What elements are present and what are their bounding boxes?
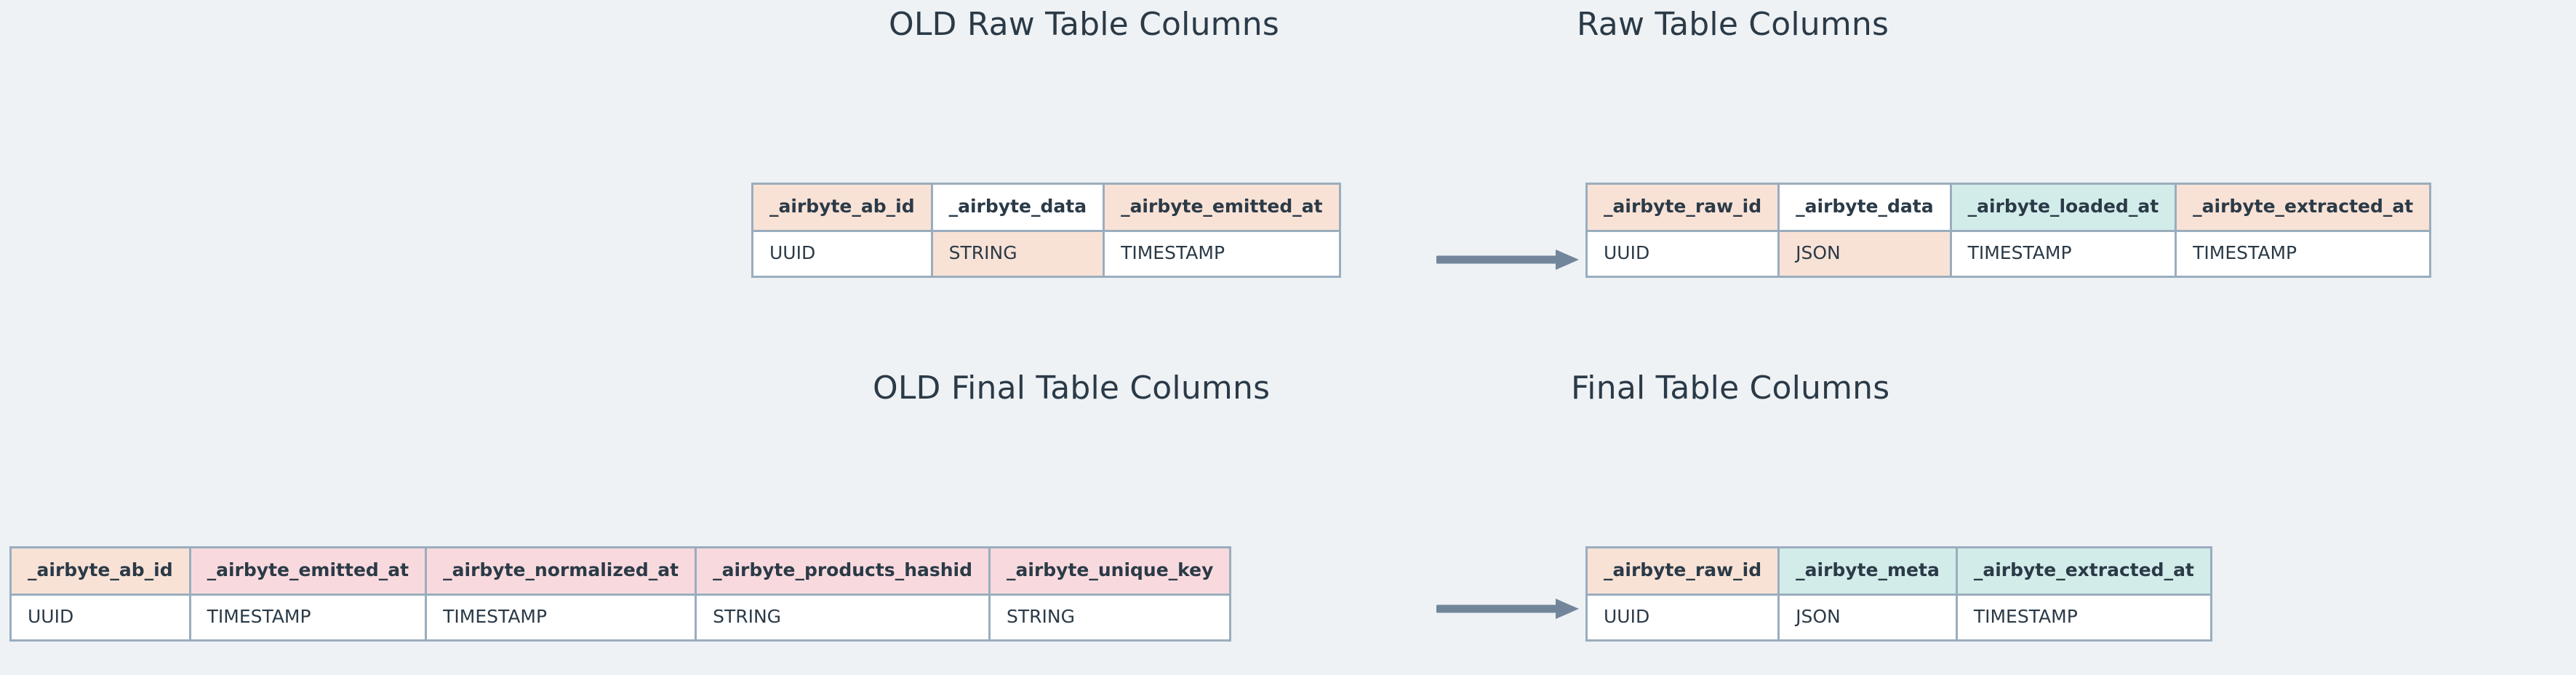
column-header-cell: _airbyte_meta (1777, 548, 1956, 596)
column-name-label: _airbyte_extracted_at (2193, 196, 2414, 217)
column-type-cell: TIMESTAMP (1955, 595, 2210, 639)
table-header-row: _airbyte_ab_id _airbyte_emitted_at _airbyt… (12, 548, 1230, 596)
table-old-raw: _airbyte_ab_id _airbyte_data _airbyte_emit… (751, 183, 1341, 278)
table-body: _airbyte_raw_id _airbyte_meta _airbyte_ext… (1588, 548, 2210, 639)
column-header-cell: _airbyte_loaded_at (1949, 185, 2175, 232)
column-type-label: UUID (28, 605, 74, 627)
column-type-label: TIMESTAMP (1121, 241, 1225, 263)
column-type-label: STRING (1007, 605, 1075, 627)
column-name-label: _airbyte_meta (1796, 559, 1940, 580)
table-old-final: _airbyte_ab_id _airbyte_emitted_at _airbyt… (9, 546, 1232, 642)
column-type-label: STRING (948, 241, 1017, 263)
column-type-label: UUID (1604, 241, 1650, 263)
column-type-label: TIMESTAMP (207, 605, 311, 627)
table-new-raw: _airbyte_raw_id _airbyte_data _airbyte_loa… (1585, 183, 2432, 278)
column-header-cell: _airbyte_ab_id (753, 185, 931, 232)
column-type-cell: UUID (753, 231, 931, 276)
column-type-cell: STRING (988, 595, 1230, 639)
table-header-row: _airbyte_raw_id _airbyte_data _airbyte_loa… (1588, 185, 2430, 232)
column-type-cell: STRING (695, 595, 988, 639)
column-header-cell: _airbyte_products_hashid (695, 548, 988, 596)
table-type-row: UUID STRING TIMESTAMP (753, 231, 1339, 276)
column-name-label: _airbyte_ab_id (769, 196, 915, 217)
title-new-final-table: Final Table Columns (1571, 370, 1890, 407)
column-type-cell: UUID (1588, 595, 1778, 639)
column-name-label: _airbyte_emitted_at (1121, 196, 1323, 217)
column-type-label: UUID (1604, 605, 1650, 627)
table-body: _airbyte_ab_id _airbyte_data _airbyte_emit… (753, 185, 1339, 276)
column-name-label: _airbyte_extracted_at (1973, 559, 2194, 580)
column-type-label: JSON (1796, 605, 1841, 627)
title-old-final-table: OLD Final Table Columns (873, 370, 1271, 407)
column-type-label: TIMESTAMP (1973, 605, 2078, 627)
column-header-cell: _airbyte_raw_id (1588, 548, 1778, 596)
column-type-cell: TIMESTAMP (1103, 231, 1339, 276)
table-type-row: UUID JSON TIMESTAMP (1588, 595, 2210, 639)
column-header-cell: _airbyte_normalized_at (425, 548, 695, 596)
column-header-cell: _airbyte_ab_id (12, 548, 189, 596)
column-type-label: UUID (769, 241, 816, 263)
table-header-row: _airbyte_ab_id _airbyte_data _airbyte_emit… (753, 185, 1339, 232)
column-type-cell: JSON (1777, 595, 1956, 639)
column-header-cell: _airbyte_extracted_at (2175, 185, 2430, 232)
column-header-cell: _airbyte_emitted_at (188, 548, 425, 596)
column-type-label: JSON (1796, 241, 1841, 263)
column-name-label: _airbyte_ab_id (28, 559, 173, 580)
column-type-cell: TIMESTAMP (2175, 231, 2430, 276)
column-type-cell: TIMESTAMP (188, 595, 425, 639)
column-header-cell: _airbyte_emitted_at (1103, 185, 1339, 232)
column-header-cell: _airbyte_unique_key (988, 548, 1230, 596)
table-header-row: _airbyte_raw_id _airbyte_meta _airbyte_ext… (1588, 548, 2210, 596)
title-old-raw-table: OLD Raw Table Columns (889, 6, 1279, 43)
column-name-label: _airbyte_products_hashid (713, 559, 972, 580)
title-new-raw-table: Raw Table Columns (1577, 6, 1889, 43)
column-type-cell: UUID (1588, 231, 1778, 276)
column-name-label: _airbyte_data (1796, 196, 1934, 217)
table-type-row: UUID JSON TIMESTAMP TIMESTAMP (1588, 231, 2430, 276)
column-name-label: _airbyte_emitted_at (207, 559, 409, 580)
column-header-cell: _airbyte_data (930, 185, 1103, 232)
column-type-cell: TIMESTAMP (1949, 231, 2175, 276)
column-type-label: TIMESTAMP (443, 605, 548, 627)
column-type-cell: TIMESTAMP (425, 595, 695, 639)
column-name-label: _airbyte_loaded_at (1967, 196, 2159, 217)
column-name-label: _airbyte_unique_key (1007, 559, 1214, 580)
column-name-label: _airbyte_raw_id (1604, 196, 1762, 217)
table-body: _airbyte_ab_id _airbyte_emitted_at _airbyt… (12, 548, 1230, 639)
column-type-label: TIMESTAMP (1967, 241, 2072, 263)
column-type-cell: JSON (1777, 231, 1950, 276)
column-name-label: _airbyte_data (948, 196, 1087, 217)
column-type-label: TIMESTAMP (2193, 241, 2297, 263)
column-type-cell: STRING (930, 231, 1103, 276)
column-header-cell: _airbyte_extracted_at (1955, 548, 2210, 596)
table-body: _airbyte_raw_id _airbyte_data _airbyte_loa… (1588, 185, 2430, 276)
column-name-label: _airbyte_normalized_at (443, 559, 679, 580)
column-header-cell: _airbyte_data (1777, 185, 1950, 232)
column-header-cell: _airbyte_raw_id (1588, 185, 1778, 232)
table-type-row: UUID TIMESTAMP TIMESTAMP STRING STRING (12, 595, 1230, 639)
column-name-label: _airbyte_raw_id (1604, 559, 1762, 580)
column-type-label: STRING (713, 605, 782, 627)
arrow-right-icon (1436, 249, 1579, 270)
arrow-right-icon (1436, 599, 1579, 619)
table-new-final: _airbyte_raw_id _airbyte_meta _airbyte_ext… (1585, 546, 2212, 642)
column-type-cell: UUID (12, 595, 189, 639)
